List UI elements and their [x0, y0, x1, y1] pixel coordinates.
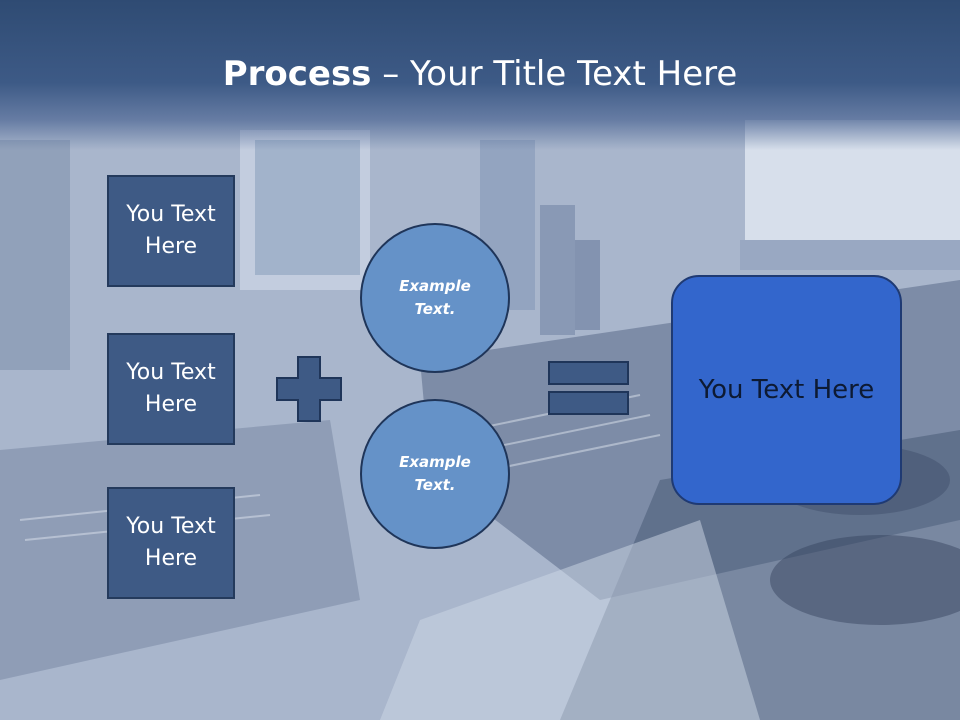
circle-bottom[interactable]: Example Text.: [360, 399, 510, 549]
result-box[interactable]: You Text Here: [671, 275, 902, 505]
left-box-label: You Text Here: [126, 360, 216, 417]
left-box-2[interactable]: You Text Here: [107, 333, 235, 445]
title-bold: Process: [222, 54, 372, 94]
left-box-3[interactable]: You Text Here: [107, 487, 235, 599]
equals-icon: [548, 361, 629, 415]
left-box-label: You Text Here: [126, 202, 216, 259]
title-bar: [0, 0, 960, 150]
circle-top[interactable]: Example Text.: [360, 223, 510, 373]
circle-label: Example Text.: [399, 453, 471, 494]
left-box-1[interactable]: You Text Here: [107, 175, 235, 287]
plus-icon: [276, 356, 342, 422]
circle-label: Example Text.: [399, 277, 471, 318]
left-box-label: You Text Here: [126, 514, 216, 571]
title-rest: – Your Title Text Here: [371, 54, 738, 94]
slide-title: Process – Your Title Text Here: [0, 52, 960, 96]
result-box-label: You Text Here: [698, 375, 875, 405]
